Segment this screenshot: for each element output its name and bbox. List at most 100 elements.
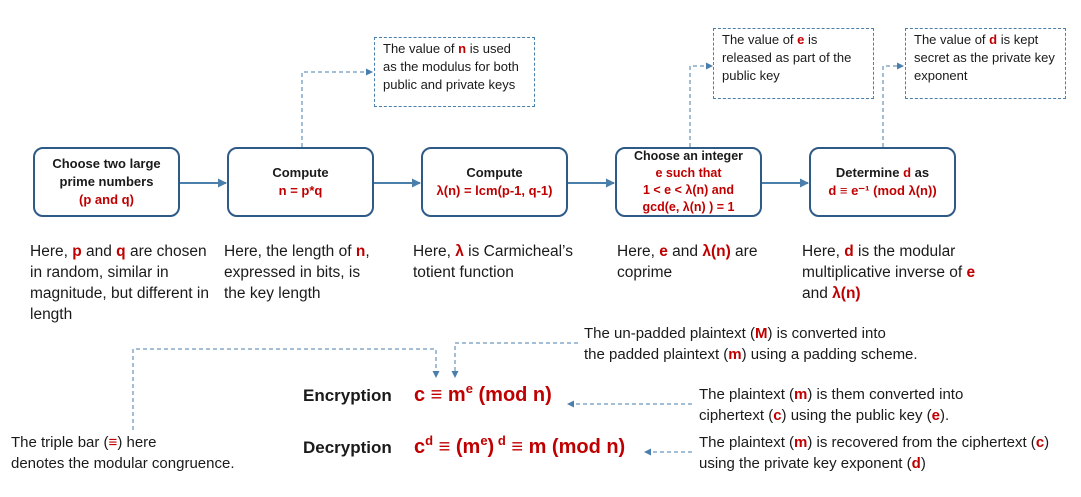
enc-note-a: The plaintext ( [699, 386, 795, 403]
modulus-note-var: n [458, 41, 467, 56]
description-key-length: Here, the length of n, expressed in bits… [224, 241, 384, 304]
desc-1-q: q [116, 243, 126, 260]
padding-note-b: ) is converted into [767, 325, 886, 342]
enc-note-m: m [794, 386, 808, 403]
enc-note-b: ) is them converted into [807, 386, 964, 403]
desc-3-a: Here, [413, 243, 456, 260]
step-1-line-3: (p and q) [79, 192, 134, 207]
padding-note: The un-padded plaintext (M) is converted… [584, 323, 984, 365]
decryption-note: The plaintext (m) is recovered from the … [699, 432, 1079, 474]
encryption-formula-part-1: c ≡ m [414, 384, 466, 406]
step-4-line-3: 1 < e < λ(n) and [642, 183, 734, 197]
step-determine-d: Determine d as d ≡ e⁻¹ (mod λ(n)) [809, 147, 956, 217]
encryption-note: The plaintext (m) is them converted into… [699, 384, 1079, 426]
enc-note-f: ). [939, 407, 950, 424]
modulus-note-connector [301, 68, 373, 147]
desc-4-b: and [667, 243, 703, 260]
triple-bar-note-b: ) here [117, 434, 157, 451]
decryption-formula-part-1: c [414, 436, 426, 458]
step-4-line-4: gcd(e, λ(n) ) = 1 [642, 200, 735, 214]
public-key-note-pre: The value of [722, 32, 798, 47]
triple-bar-note: The triple bar (≡) here denotes the modu… [11, 432, 271, 474]
decryption-formula-exponent-3: d [494, 433, 506, 448]
step-1-line-1: Choose two large [52, 156, 161, 171]
triple-bar-note-c: denotes the modular congruence. [11, 455, 235, 472]
step-5-line-1-suffix: as [911, 165, 930, 180]
desc-1-a: Here, [30, 243, 73, 260]
enc-note-d: ) using the public key ( [781, 407, 932, 424]
step-compute-lambda: Compute λ(n) = lcm(p-1, q-1) [421, 147, 568, 217]
public-key-note-var: e [797, 32, 805, 47]
triple-bar-symbol: ≡ [108, 434, 118, 451]
desc-4-e: e [659, 243, 668, 260]
public-key-note-post: is released as part of the public key [722, 32, 852, 83]
modulus-note: The value of n is used as the modulus fo… [374, 37, 535, 107]
decryption-formula-part-2: ≡ (m [433, 436, 481, 458]
encryption-label: Encryption [303, 386, 392, 405]
triple-bar-connector [132, 348, 440, 430]
description-totient: Here, λ is Carmicheal’s totient function [413, 241, 593, 283]
padding-note-a: The un-padded plaintext ( [584, 325, 755, 342]
private-key-note-pre: The value of [914, 32, 990, 47]
padding-connector [451, 342, 578, 378]
private-key-note-var: d [989, 32, 998, 47]
dec-note-e: ) [920, 455, 926, 472]
decryption-formula: cd ≡ (me) d ≡ m (mod n) [414, 433, 625, 459]
desc-1-p: p [72, 243, 82, 260]
decryption-formula-exponent-1: d [425, 433, 434, 448]
step-5-line-1: Determine d as [836, 164, 929, 182]
step-5-line-1-var: d [903, 165, 912, 180]
desc-3-lambda: λ [455, 243, 464, 260]
dec-note-b: ) is recovered from the ciphertext ( [807, 434, 1036, 451]
encryption-formula-exponent: e [465, 381, 473, 396]
decryption-formula-part-3: ) [487, 436, 495, 458]
encryption-formula: c ≡ me (mod n) [414, 381, 552, 407]
dec-note-d: using the private key exponent ( [699, 455, 912, 472]
description-inverse: Here, d is the modular multiplicative in… [802, 241, 977, 304]
step-2-line-1: Compute [272, 165, 329, 180]
desc-5-e: e [966, 264, 976, 281]
padding-note-m: m [728, 346, 742, 363]
desc-4-c: are coprime [617, 243, 758, 281]
step-compute-n: Compute n = p*q [227, 147, 374, 217]
step-3-line-2: λ(n) = lcm(p-1, q-1) [436, 183, 553, 198]
step-choose-primes: Choose two large prime numbers (p and q) [33, 147, 180, 217]
step-5-line-1-text: Determine [835, 165, 900, 180]
decryption-formula-exponent-2: e [480, 433, 488, 448]
desc-1-c: are chosen in random, similar in magnitu… [30, 243, 209, 323]
desc-2-n: n [355, 243, 366, 260]
desc-3-b: is Carmicheal’s totient function [413, 243, 573, 281]
dec-note-d-var: d [911, 455, 921, 472]
desc-4-ln: λ(n) [702, 243, 731, 260]
step-3-line-1: Compute [466, 165, 523, 180]
encryption-formula-part-2: (mod n) [472, 384, 552, 406]
private-key-note-post: is kept secret as the private key expone… [914, 32, 1055, 83]
private-key-note: The value of d is kept secret as the pri… [905, 28, 1066, 99]
desc-5-b: is the modular multiplicative inverse of [802, 243, 967, 281]
enc-note-e-var: e [931, 407, 940, 424]
step-2-line-2: n = p*q [278, 183, 323, 198]
dec-note-c-var: c [1035, 434, 1045, 451]
description-coprime: Here, e and λ(n) are coprime [617, 241, 777, 283]
padding-note-c: the padded plaintext ( [584, 346, 729, 363]
desc-2-a: Here, the length of [224, 243, 356, 260]
padding-note-d: ) using a padding scheme. [741, 346, 918, 363]
step-1-line-2: prime numbers [59, 174, 154, 189]
step-5-line-2: d ≡ e⁻¹ (mod λ(n)) [828, 183, 937, 198]
dec-note-a: The plaintext ( [699, 434, 795, 451]
decryption-label: Decryption [303, 438, 392, 457]
public-key-note: The value of e is released as part of th… [713, 28, 874, 99]
step-choose-e: Choose an integer e such that 1 < e < λ(… [615, 147, 762, 217]
modulus-note-pre: The value of [383, 41, 459, 56]
desc-5-ln: λ(n) [832, 285, 861, 302]
desc-5-a: Here, [802, 243, 845, 260]
desc-2-b: , expressed in bits, is the key length [224, 243, 370, 302]
desc-5-d: d [844, 243, 854, 260]
private-key-note-connector [882, 62, 904, 147]
desc-1-b: and [81, 243, 117, 260]
description-primes: Here, p and q are chosen in random, simi… [30, 241, 220, 325]
step-4-line-1: Choose an integer [633, 149, 744, 163]
modulus-note-post: is used as the modulus for both public a… [383, 41, 519, 92]
dec-note-c: ) [1044, 434, 1050, 451]
